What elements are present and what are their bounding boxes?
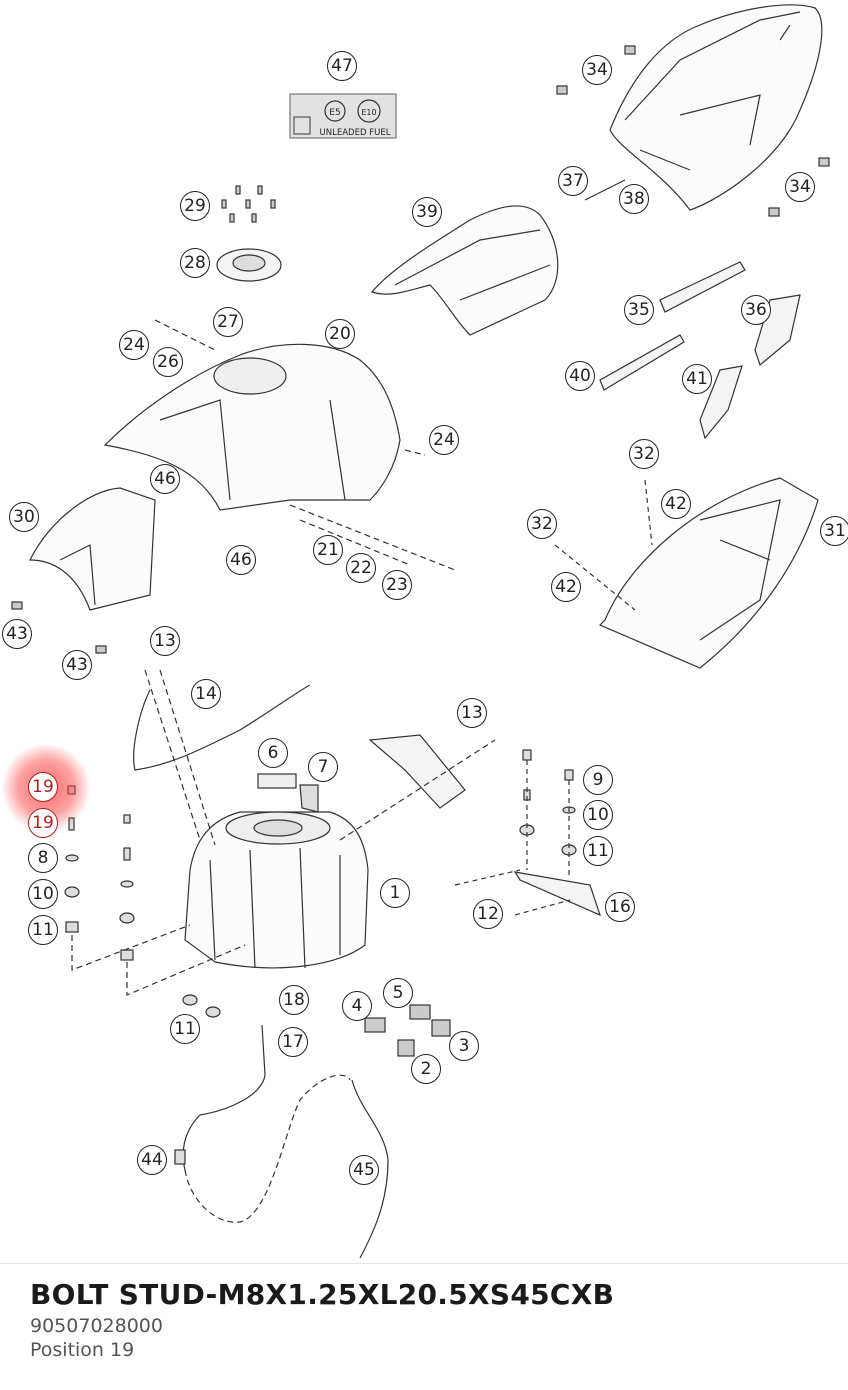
part-position: Position 19 <box>30 1339 135 1361</box>
callout-28[interactable]: 28 <box>180 248 210 278</box>
side-cover-drawing[interactable] <box>29 487 156 611</box>
callout-39[interactable]: 39 <box>412 197 442 227</box>
rear-frame-drawing[interactable] <box>598 477 819 669</box>
callout-12[interactable]: 12 <box>473 899 503 929</box>
callout-19-selected[interactable]: 19 <box>28 772 58 802</box>
callout-5[interactable]: 5 <box>383 978 413 1008</box>
divider <box>0 1263 848 1264</box>
callout-46[interactable]: 46 <box>150 464 180 494</box>
callout-35[interactable]: 35 <box>624 295 654 325</box>
callout-34[interactable]: 34 <box>785 172 815 202</box>
fuel-cap-ring-drawing[interactable] <box>216 248 282 282</box>
callout-11[interactable]: 11 <box>170 1014 200 1044</box>
callout-46[interactable]: 46 <box>226 545 256 575</box>
callout-36[interactable]: 36 <box>741 295 771 325</box>
callout-9[interactable]: 9 <box>583 765 613 795</box>
selected-part-info: BOLT STUD-M8X1.25XL20.5XS45CXB 905070280… <box>30 1278 614 1361</box>
exploded-parts-diagram: E5 E10 UNLEADED FUEL <box>2 4 848 1259</box>
callout-13[interactable]: 13 <box>150 626 180 656</box>
callout-24[interactable]: 24 <box>119 330 149 360</box>
fuel-label-sticker[interactable]: E5 E10 UNLEADED FUEL <box>289 93 397 139</box>
callout-8[interactable]: 8 <box>28 843 58 873</box>
callout-19-selected[interactable]: 19 <box>28 808 58 838</box>
callout-14[interactable]: 14 <box>191 679 221 709</box>
passenger-seat-drawing[interactable] <box>370 205 559 336</box>
callout-38[interactable]: 38 <box>619 184 649 214</box>
callout-47[interactable]: 47 <box>327 51 357 81</box>
callout-22[interactable]: 22 <box>346 553 376 583</box>
callout-32[interactable]: 32 <box>629 439 659 469</box>
callout-31[interactable]: 31 <box>820 516 848 546</box>
part-number: 90507028000 <box>30 1315 163 1337</box>
callout-24[interactable]: 24 <box>429 425 459 455</box>
callout-29[interactable]: 29 <box>180 191 210 221</box>
callout-10[interactable]: 10 <box>28 879 58 909</box>
callout-26[interactable]: 26 <box>153 347 183 377</box>
callout-16[interactable]: 16 <box>605 892 635 922</box>
callout-11[interactable]: 11 <box>28 915 58 945</box>
callout-27[interactable]: 27 <box>213 307 243 337</box>
callout-18[interactable]: 18 <box>279 985 309 1015</box>
callout-42[interactable]: 42 <box>551 572 581 602</box>
callout-2[interactable]: 2 <box>411 1054 441 1084</box>
callout-34[interactable]: 34 <box>582 55 612 85</box>
fuel-tank-drawing[interactable] <box>184 811 369 969</box>
callout-44[interactable]: 44 <box>137 1145 167 1175</box>
callout-17[interactable]: 17 <box>278 1027 308 1057</box>
e10-text: E10 <box>361 108 376 117</box>
callout-1[interactable]: 1 <box>380 878 410 908</box>
callout-43[interactable]: 43 <box>62 650 92 680</box>
callout-3[interactable]: 3 <box>449 1031 479 1061</box>
callout-13[interactable]: 13 <box>457 698 487 728</box>
callout-42[interactable]: 42 <box>661 489 691 519</box>
callout-20[interactable]: 20 <box>325 319 355 349</box>
callout-37[interactable]: 37 <box>558 166 588 196</box>
callout-30[interactable]: 30 <box>9 502 39 532</box>
callout-10[interactable]: 10 <box>583 800 613 830</box>
callout-7[interactable]: 7 <box>308 752 338 782</box>
rider-seat-drawing[interactable] <box>609 4 823 211</box>
callout-40[interactable]: 40 <box>565 361 595 391</box>
callout-43[interactable]: 43 <box>2 619 32 649</box>
callout-23[interactable]: 23 <box>382 570 412 600</box>
e5-text: E5 <box>329 108 340 118</box>
part-title: BOLT STUD-M8X1.25XL20.5XS45CXB <box>30 1278 615 1311</box>
diagram-drawing: E5 E10 UNLEADED FUEL <box>11 4 830 1259</box>
tank-cover-drawing[interactable] <box>103 343 401 511</box>
callout-11[interactable]: 11 <box>583 836 613 866</box>
callout-41[interactable]: 41 <box>682 364 712 394</box>
callout-4[interactable]: 4 <box>342 991 372 1021</box>
unleaded-fuel-text: UNLEADED FUEL <box>320 128 391 138</box>
callout-32[interactable]: 32 <box>527 509 557 539</box>
callout-45[interactable]: 45 <box>349 1155 379 1185</box>
callout-21[interactable]: 21 <box>313 535 343 565</box>
callout-6[interactable]: 6 <box>258 738 288 768</box>
